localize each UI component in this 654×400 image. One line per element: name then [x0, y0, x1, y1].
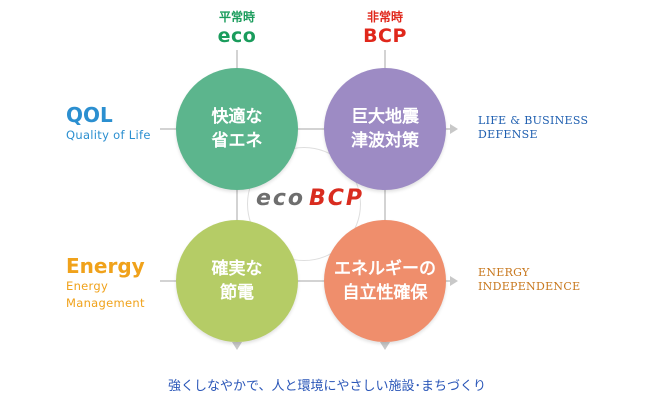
circle-earthquake-tsunami: 巨大地震 津波対策: [324, 68, 446, 190]
energy-independence-label: ENERGY INDEPENDENCE: [478, 266, 580, 294]
emergency-time-label: 非常時: [366, 10, 403, 24]
top-right-label: 非常時 BCP: [335, 8, 435, 47]
bcp-label: BCP: [363, 25, 407, 47]
right-bottom-line1: ENERGY: [478, 266, 530, 279]
vertical-line-left: [236, 50, 238, 342]
right-top-line2: DEFENSE: [478, 128, 538, 141]
circle-comfortable-energy-saving: 快適な 省エネ: [176, 68, 298, 190]
right-bottom-line2: INDEPENDENCE: [478, 280, 581, 293]
circle-4-line1: エネルギーの: [334, 259, 436, 279]
arrow-down-left: [232, 342, 242, 350]
quality-of-life-label: Quality of Life: [66, 128, 151, 142]
horizontal-line-bottom: [160, 280, 450, 282]
qol-label-group: QOL Quality of Life: [66, 103, 151, 144]
arrow-down-right: [380, 342, 390, 350]
energy-management-line2: Management: [66, 296, 145, 310]
center-bcp-text: BCP: [309, 186, 365, 211]
circle-3-line2: 節電: [220, 283, 254, 303]
qol-label: QOL: [66, 103, 113, 127]
bottom-caption: 強くしなやかで、人と環境にやさしい施設･まちづくり: [168, 379, 486, 394]
right-top-line1: LIFE & BUSINESS: [478, 114, 589, 127]
circle-3-line1: 確実な: [211, 259, 263, 279]
circle-4-line2: 自立性確保: [342, 283, 428, 303]
circle-2-line1: 巨大地震: [351, 107, 419, 127]
eco-label: eco: [217, 25, 257, 47]
energy-label-group: Energy Energy Management: [66, 254, 145, 312]
vertical-line-right: [384, 50, 386, 342]
center-eco-text: eco: [255, 186, 306, 211]
normal-time-label: 平常時: [218, 10, 255, 24]
horizontal-line-top: [160, 128, 450, 130]
arrow-right-bottom: [450, 276, 458, 286]
top-left-label: 平常時 eco: [187, 8, 287, 47]
circle-2-line2: 津波対策: [351, 131, 419, 151]
circle-reliable-power-saving: 確実な 節電: [176, 220, 298, 342]
energy-management-line1: Energy: [66, 279, 109, 293]
circle-energy-independence: エネルギーの 自立性確保: [324, 220, 446, 342]
energy-label: Energy: [66, 254, 145, 278]
arrow-right-top: [450, 124, 458, 134]
circle-1-line1: 快適な: [211, 107, 263, 127]
life-business-defense-label: LIFE & BUSINESS DEFENSE: [478, 114, 588, 142]
circle-1-line2: 省エネ: [211, 131, 263, 151]
